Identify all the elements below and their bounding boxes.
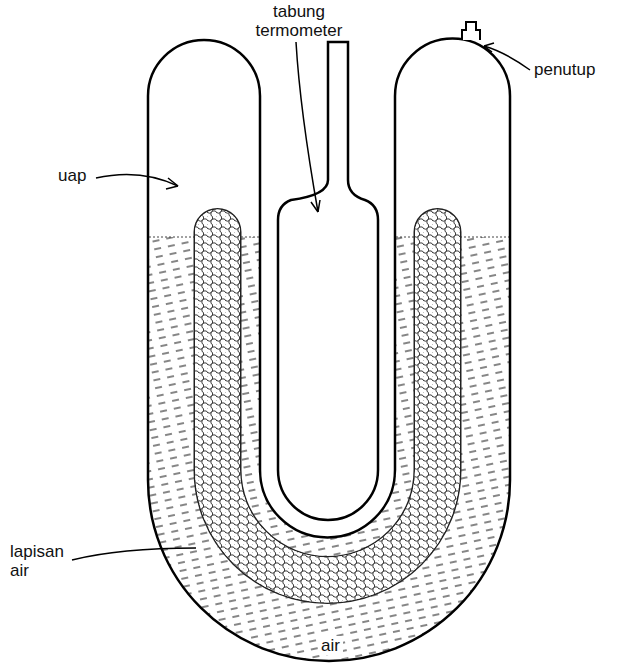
leader-line	[296, 42, 318, 212]
part-label: tabung termometer	[244, 2, 354, 40]
leader-line	[96, 174, 178, 186]
cap	[462, 22, 480, 40]
part-label: uap	[58, 166, 118, 185]
leader-line	[72, 548, 196, 560]
arrow-head	[166, 178, 178, 189]
glass-vessel	[148, 39, 510, 662]
leader-line	[484, 46, 530, 70]
thermometer-tube	[278, 42, 378, 520]
water-hatching	[148, 237, 510, 661]
part-label: air	[318, 636, 343, 655]
arrow-head	[484, 43, 494, 52]
arrow-head	[311, 200, 320, 212]
vessel-interior	[148, 39, 510, 662]
part-label: lapisan air	[10, 542, 72, 580]
part-label: penutup	[534, 60, 624, 79]
